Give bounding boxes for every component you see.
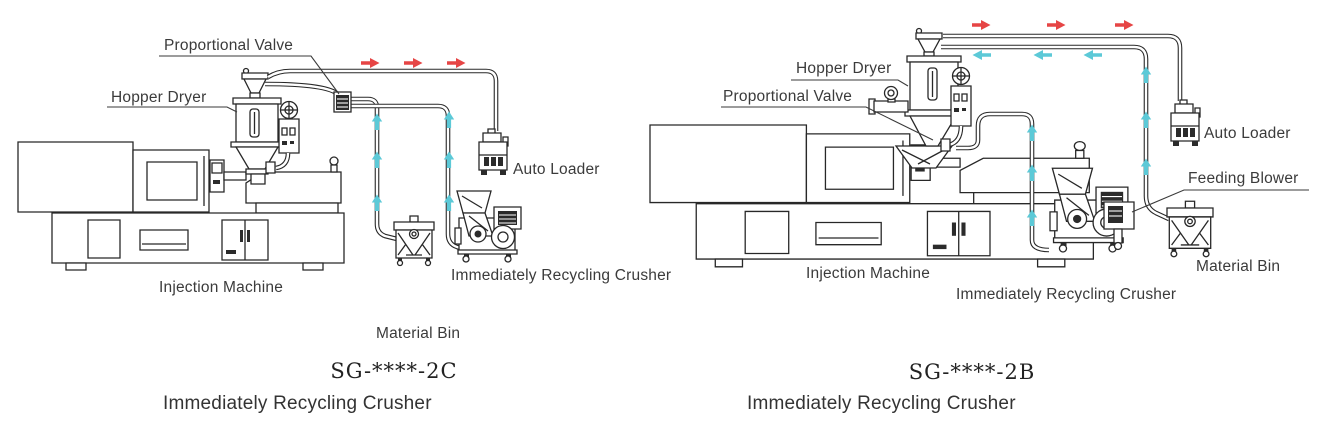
pipe-to-auto-loader (943, 36, 1180, 101)
label-material-bin: Material Bin (376, 325, 461, 342)
label-injection-machine: Injection Machine (806, 265, 931, 282)
label-crusher: Immediately Recycling Crusher (451, 267, 672, 284)
label-hopper-dryer: Hopper Dryer (796, 60, 892, 77)
material-bin-figure (1166, 200, 1214, 258)
right-diagram-drawing (649, 20, 1309, 268)
proportional-valve-figure (334, 92, 351, 112)
auto-loader-figure (1170, 99, 1201, 147)
model-code-left: SG-****-2C (330, 359, 458, 383)
label-material-bin: Material Bin (1196, 258, 1281, 275)
hopper-dryer-leader (107, 107, 237, 112)
caption-left: Immediately Recycling Crusher (163, 393, 432, 414)
hopper-dryer-figure (231, 69, 299, 185)
left-diagram-drawing (17, 56, 522, 271)
feeding-blower-leader (1132, 190, 1309, 212)
proportional-valve-leader (721, 107, 933, 140)
label-feeding-blower: Feeding Blower (1188, 170, 1299, 187)
auto-loader-figure (478, 128, 509, 176)
label-injection-machine: Injection Machine (159, 279, 284, 296)
red-flow-arrows (972, 20, 1134, 30)
injection-machine-figure (17, 141, 345, 271)
proportional-valve-leader (159, 56, 339, 94)
hopper-dryer-leader (791, 80, 908, 86)
crusher-figure (454, 190, 522, 263)
pipe-valve-to-junction (265, 84, 339, 95)
cyan-flow-arrows (371, 111, 455, 211)
material-bin-figure (393, 215, 435, 267)
label-crusher: Immediately Recycling Crusher (956, 286, 1177, 303)
injection-machine-figure (649, 124, 1095, 268)
model-code-right: SG-****-2B (908, 360, 1036, 384)
pipe-to-crusher (351, 106, 464, 249)
label-proportional-valve: Proportional Valve (164, 37, 294, 54)
label-auto-loader: Auto Loader (513, 161, 600, 178)
feeding-blower-figure (1104, 202, 1134, 250)
pipe-to-auto-loader (268, 71, 496, 131)
label-auto-loader: Auto Loader (1204, 125, 1291, 142)
label-hopper-dryer: Hopper Dryer (111, 89, 207, 106)
red-flow-arrows (361, 58, 466, 68)
label-proportional-valve: Proportional Valve (723, 88, 853, 105)
hopper-dryer-figure (869, 29, 971, 169)
caption-right: Immediately Recycling Crusher (747, 393, 1016, 414)
pipe-crusher-to-loader (956, 114, 1049, 250)
